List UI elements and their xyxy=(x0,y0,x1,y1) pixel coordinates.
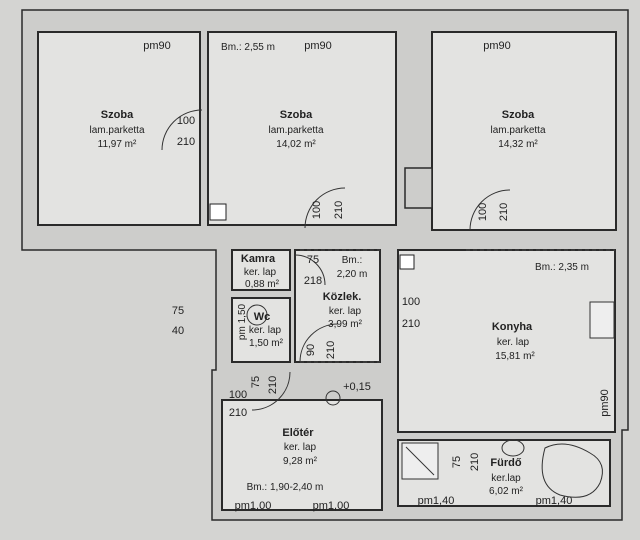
window-label: pm90 xyxy=(143,40,171,52)
ceiling-height: Bm.: 2,55 m xyxy=(221,42,275,53)
room-kamra xyxy=(231,249,291,291)
door-height: 210 xyxy=(498,203,510,221)
room-name: Előtér xyxy=(282,427,314,439)
door-width: 100 xyxy=(177,115,195,127)
door-width: 100 xyxy=(311,201,323,219)
door-height: 210 xyxy=(469,453,481,471)
chimney-vent-icon xyxy=(399,254,415,270)
door-width: 75 xyxy=(307,254,319,266)
room-name: Konyha xyxy=(492,321,533,333)
room-szoba-2 xyxy=(207,31,397,226)
door-arc xyxy=(299,323,339,363)
door-arc xyxy=(294,254,326,286)
door-height: 218 xyxy=(304,275,322,287)
room-floor: ker. lap xyxy=(249,325,282,336)
window-label: pm90 xyxy=(483,40,511,52)
window-label: pm 1,50 xyxy=(237,303,248,340)
room-floor: ker. lap xyxy=(284,442,317,453)
room-name: Kamra xyxy=(241,253,276,265)
room-floor: lam.parketta xyxy=(490,125,545,136)
room-area: 3,99 m² xyxy=(328,319,363,330)
door-width: 100 xyxy=(402,296,420,308)
level-marker-icon xyxy=(325,390,341,406)
window-label: pm90 xyxy=(304,40,332,52)
ceiling-height: Bm.: 1,90-2,40 m xyxy=(247,482,324,493)
chimney xyxy=(404,167,433,209)
room-szoba-1 xyxy=(37,31,201,226)
window-height: 40 xyxy=(172,325,184,337)
room-szoba-3 xyxy=(431,31,617,231)
ceiling-height-value: 2,20 m xyxy=(337,269,368,280)
room-name: Szoba xyxy=(502,109,535,121)
room-area: 0,88 m² xyxy=(245,279,280,290)
window-label: pm1,00 xyxy=(235,500,272,512)
ceiling-height: Bm.: 2,35 m xyxy=(535,262,589,273)
door-arc xyxy=(469,189,511,231)
window-label: pm90 xyxy=(599,389,611,417)
room-name: Szoba xyxy=(101,109,134,121)
room-area: 11,97 m² xyxy=(98,139,137,150)
room-area: 14,02 m² xyxy=(276,139,316,150)
room-name: Közlek. xyxy=(323,291,362,303)
door-arc xyxy=(161,109,203,151)
room-floor: ker. lap xyxy=(329,306,362,317)
door-height: 210 xyxy=(325,341,337,359)
bathtub-icon xyxy=(541,443,603,498)
door-height: 210 xyxy=(333,201,345,219)
room-area: 1,50 m² xyxy=(249,338,284,349)
stove-icon xyxy=(589,301,615,339)
room-area: 6,02 m² xyxy=(489,486,524,497)
door-width: 100 xyxy=(477,203,489,221)
chimney-vent-icon xyxy=(209,203,227,221)
door-height: 210 xyxy=(177,136,195,148)
room-kozlek xyxy=(294,249,381,363)
door-arc xyxy=(304,187,346,229)
room-floor: ker. lap xyxy=(244,267,277,278)
door-width: 100 xyxy=(229,389,247,401)
room-area: 15,81 m² xyxy=(495,351,535,362)
room-name: Fürdő xyxy=(490,457,521,469)
door-width: 90 xyxy=(305,344,317,356)
window-label: pm1,40 xyxy=(536,495,573,507)
toilet-icon xyxy=(246,304,268,326)
room-name: Szoba xyxy=(280,109,313,121)
ceiling-height: Bm.: xyxy=(342,255,363,266)
room-floor: lam.parketta xyxy=(268,125,323,136)
door-arc xyxy=(251,371,291,411)
door-height: 210 xyxy=(229,407,247,419)
room-name: Wc xyxy=(254,311,271,323)
door-height: 210 xyxy=(402,318,420,330)
room-wc xyxy=(231,297,291,363)
floor-level: +0,15 xyxy=(343,381,371,393)
window-label: pm1,40 xyxy=(418,495,455,507)
room-area: 9,28 m² xyxy=(283,456,318,467)
door-width: 75 xyxy=(451,456,463,468)
sink-icon xyxy=(501,439,525,457)
room-eloter xyxy=(221,399,383,511)
room-floor: lam.parketta xyxy=(89,125,144,136)
room-floor: ker. lap xyxy=(497,337,530,348)
window-width: 75 xyxy=(172,305,184,317)
room-konyha xyxy=(397,249,616,433)
room-area: 14,32 m² xyxy=(498,139,538,150)
room-floor: ker.lap xyxy=(491,473,521,484)
window-label: pm1,00 xyxy=(313,500,350,512)
door-height: 210 xyxy=(267,376,279,394)
door-width: 75 xyxy=(250,376,262,388)
